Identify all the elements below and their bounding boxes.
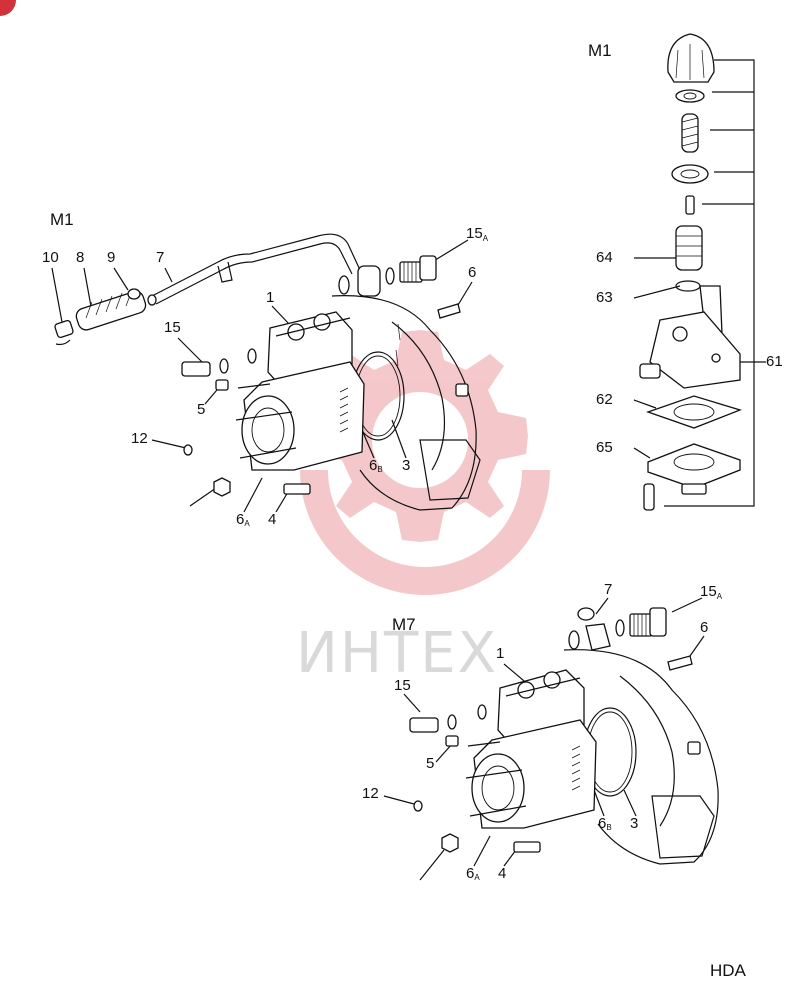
flywheel-housing [331, 295, 481, 511]
label-64: 64 [596, 249, 613, 266]
ring [671, 164, 709, 184]
bolt-4 [513, 841, 541, 853]
gasket-62 [646, 395, 742, 429]
bottom-assembly: M7 7 15A 6 1 15 5 12 6B 3 6A 4 [362, 581, 723, 882]
cap [667, 33, 715, 83]
label-10: 10 [42, 249, 59, 266]
label-12: 12 [131, 430, 148, 447]
pipe-7 [147, 233, 361, 306]
label-6a: 6A [236, 511, 250, 528]
nut [441, 833, 459, 853]
bolt-15 [409, 717, 439, 733]
corner-mark [0, 0, 16, 16]
label-3: 3 [402, 457, 410, 474]
label-6a-num: 6 [466, 865, 474, 882]
label-15a-num: 15 [700, 583, 717, 600]
leader-lines [51, 239, 473, 513]
label-12: 12 [362, 785, 379, 802]
bolt-15a [629, 607, 667, 637]
label-15a-sub: A [483, 234, 489, 243]
label-15a-num: 15 [466, 225, 483, 242]
label-15a-sub: A [717, 592, 723, 601]
fitting-5 [215, 379, 229, 391]
top-left-assembly: M1 10 8 9 7 15A 6 1 15 5 12 6B 3 6A 4 [42, 210, 489, 528]
label-15a: 15A [466, 225, 489, 243]
spring [681, 113, 699, 153]
fitting-5 [445, 735, 459, 747]
label-6a-sub: A [474, 873, 480, 882]
banjo-fitting [357, 265, 381, 297]
label-6: 6 [468, 264, 476, 281]
hose-assembly [54, 288, 147, 346]
label-6a: 6A [466, 865, 480, 882]
watermark-gear-icon [312, 330, 528, 542]
label-6a-num: 6 [236, 511, 244, 528]
governor-body-61 [639, 285, 741, 389]
model-label-top-right: M1 [588, 41, 612, 60]
top-right-assembly: M1 64 63 61 62 65 [588, 33, 783, 511]
clamp-9 [127, 288, 141, 300]
model-label-top-left: M1 [50, 210, 74, 229]
label-6: 6 [700, 619, 708, 636]
label-61: 61 [766, 353, 783, 370]
label-7: 7 [604, 581, 612, 598]
label-3: 3 [630, 815, 638, 832]
label-63: 63 [596, 289, 613, 306]
watermark-text: ИНТЕХ [296, 621, 498, 686]
washer [675, 89, 705, 103]
bolt-4 [283, 483, 311, 495]
label-65: 65 [596, 439, 613, 456]
label-62: 62 [596, 391, 613, 408]
washer-12 [413, 800, 423, 812]
label-1: 1 [496, 645, 504, 662]
label-15: 15 [394, 677, 411, 694]
washer [338, 275, 350, 295]
label-1: 1 [266, 289, 274, 306]
label-15: 15 [164, 319, 181, 336]
stud-6 [667, 655, 693, 671]
label-4: 4 [498, 865, 506, 882]
compressor-1 [235, 311, 365, 471]
hose-8 [75, 290, 147, 331]
valve-64 [675, 225, 703, 271]
label-6b-num: 6 [369, 457, 377, 474]
label-6b-sub: B [377, 465, 382, 474]
screw [685, 195, 695, 215]
label-7: 7 [156, 249, 164, 266]
label-6a-sub: A [244, 519, 250, 528]
stud-6 [437, 303, 461, 319]
label-5: 5 [197, 401, 205, 418]
label-15a: 15A [700, 583, 723, 601]
model-label-bottom: M7 [392, 615, 416, 634]
leader-lines [383, 597, 705, 881]
screw-bottom [643, 483, 655, 511]
elbow-7 [585, 623, 611, 651]
washer [568, 630, 580, 650]
fitting-10 [54, 320, 74, 338]
washer-12 [183, 444, 193, 456]
watermark [300, 330, 550, 595]
nut [213, 477, 231, 497]
label-6b-num: 6 [598, 815, 606, 832]
flywheel-housing [563, 649, 719, 865]
compressor-1 [465, 669, 597, 829]
plate-65 [647, 443, 741, 489]
label-9: 9 [107, 249, 115, 266]
bolt-15 [181, 361, 211, 377]
label-6b-sub: B [606, 823, 611, 832]
bracket-lines [633, 59, 766, 507]
label-6b: 6B [598, 815, 612, 832]
label-5: 5 [426, 755, 434, 772]
watermark-arc-icon [300, 470, 550, 595]
footer-code: HDA [710, 961, 747, 980]
bolt-15a [399, 255, 437, 283]
label-8: 8 [76, 249, 84, 266]
label-4: 4 [268, 511, 276, 528]
label-6b: 6B [369, 457, 383, 474]
